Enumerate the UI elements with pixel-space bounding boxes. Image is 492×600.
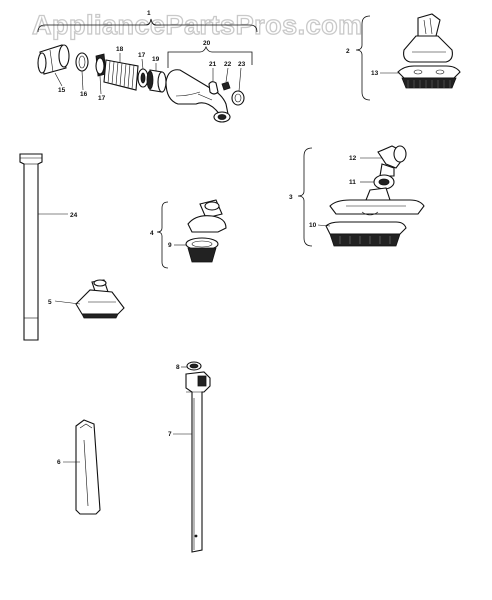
callout-24: 24: [70, 212, 78, 219]
callout-7: 7: [168, 431, 172, 438]
callout-20: 20: [203, 40, 211, 47]
extension-wand-part-7: [185, 371, 211, 553]
callout-1: 1: [147, 10, 151, 17]
floor-tool-head: [329, 187, 425, 216]
dusting-brush-group-4: 4 9: [150, 199, 227, 269]
callout-9: 9: [168, 242, 172, 249]
brush-part-10: [325, 221, 407, 247]
upholstery-tool-group-2: 2 13: [346, 13, 461, 101]
callout-2: 2: [346, 48, 350, 55]
callout-18: 18: [116, 46, 124, 53]
elbow-part-12: [377, 145, 407, 177]
hose-part-18: [103, 59, 139, 91]
crevice-tool-part-6: [75, 419, 101, 515]
callout-11: 11: [349, 179, 356, 186]
ring-part-16: [75, 52, 89, 72]
brace-4: [156, 201, 169, 269]
callout-4: 4: [150, 230, 154, 237]
brace-1: [37, 18, 258, 33]
ring-part-17b: [137, 68, 149, 88]
callout-16: 16: [80, 91, 88, 98]
callout-8: 8: [176, 364, 180, 371]
brace-20: [167, 45, 253, 68]
callout-10: 10: [309, 222, 317, 229]
brush-part-13: [397, 65, 461, 89]
dusting-brush-body: [187, 199, 227, 233]
wand-part-24: [19, 153, 43, 341]
brush-part-9: [185, 237, 219, 263]
callout-13: 13: [371, 70, 379, 77]
spring-part-23: [231, 90, 245, 106]
callout-21: 21: [209, 61, 217, 68]
callout-3: 3: [289, 194, 293, 201]
callout-6: 6: [57, 459, 61, 466]
callout-12: 12: [349, 155, 357, 162]
clip-part-21: [208, 81, 219, 95]
latch-part-8: [186, 361, 202, 371]
brace-3: [297, 147, 313, 247]
button-part-22: [221, 81, 231, 91]
handle-part-20: [165, 69, 231, 123]
callout-5: 5: [48, 299, 52, 306]
callout-23: 23: [238, 61, 246, 68]
callout-19: 19: [152, 56, 160, 63]
callout-17b: 17: [138, 52, 146, 59]
upholstery-tool-body: [403, 13, 453, 63]
callout-17a: 17: [98, 95, 106, 102]
swivel-part-11: [373, 174, 395, 190]
hose-assembly: 1 20: [37, 10, 258, 123]
upholstery-nozzle-part-5: [75, 279, 125, 319]
callout-22: 22: [224, 61, 232, 68]
brace-2: [355, 15, 371, 101]
coupling-part-15: [37, 44, 70, 75]
ring-part-17a: [95, 53, 107, 77]
floor-tool-group-3: 3 12 11 10: [289, 145, 425, 247]
cuff-part-19: [146, 69, 167, 93]
callout-15: 15: [58, 87, 66, 94]
